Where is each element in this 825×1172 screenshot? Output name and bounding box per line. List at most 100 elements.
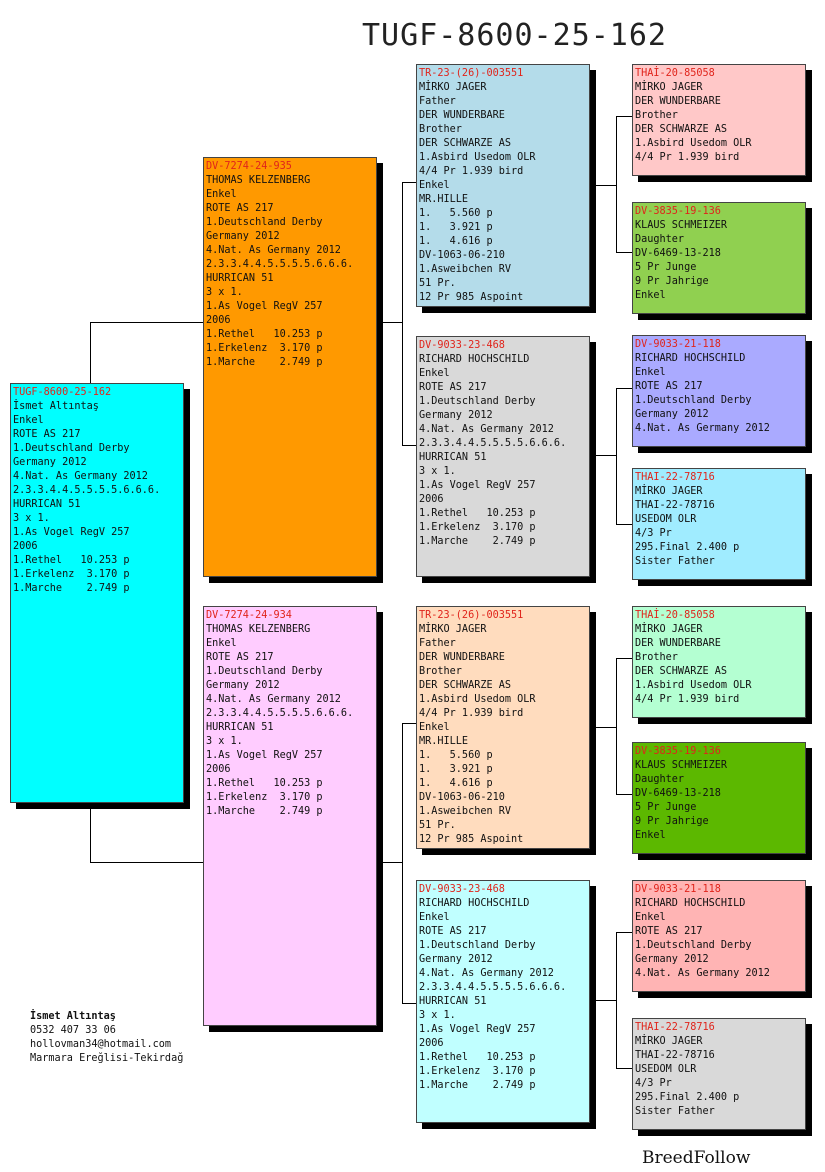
card-line: DER WUNDERBARE xyxy=(635,96,721,107)
connector xyxy=(596,1000,616,1001)
card-line: 1.Marche 2.749 p xyxy=(419,536,536,547)
card-line: 2006 xyxy=(419,494,444,505)
card-line: DV-6469-13-218 xyxy=(635,248,721,259)
card-line: 4.Nat. As Germany 2012 xyxy=(419,424,554,435)
ring-number: DV-7274-24-934 xyxy=(206,610,292,621)
card-line: Enkel xyxy=(13,415,44,426)
card-line: Enkel xyxy=(635,830,666,841)
card-line: Enkel xyxy=(635,290,666,301)
card-line: MİRKO JAGER xyxy=(635,486,703,497)
card-line: 1. 3.921 p xyxy=(419,764,493,775)
card-line: 1.Deutschland Derby xyxy=(206,666,323,677)
card-line: RICHARD HOCHSCHILD xyxy=(419,354,530,365)
card-line: 1.As Vogel RegV 257 xyxy=(206,750,323,761)
card-line: 2006 xyxy=(419,1038,444,1049)
card-line: 4/4 Pr 1.939 bird xyxy=(419,166,524,177)
connector xyxy=(402,723,417,724)
card-line: 1. 4.616 p xyxy=(419,236,493,247)
card-line: 1.Deutschland Derby xyxy=(635,940,752,951)
connector xyxy=(616,388,617,524)
card-line: 1. 5.560 p xyxy=(419,208,493,219)
card-line: 4.Nat. As Germany 2012 xyxy=(206,694,341,705)
card-line: 2.3.3.4.4.5.5.5.5.6.6.6. xyxy=(419,982,567,993)
card-line: 1.As Vogel RegV 257 xyxy=(419,1024,536,1035)
card-line: 295.Final 2.400 p xyxy=(635,542,740,553)
connector xyxy=(402,182,417,183)
ring-number: DV-7274-24-935 xyxy=(206,161,292,172)
card-line: DV-6469-13-218 xyxy=(635,788,721,799)
card-line: Brother xyxy=(419,666,462,677)
connector xyxy=(616,932,632,933)
card-line: 1.Deutschland Derby xyxy=(419,396,536,407)
card-line: ROTE AS 217 xyxy=(419,382,487,393)
card-line: ROTE AS 217 xyxy=(13,429,81,440)
card-line: 1.Deutschland Derby xyxy=(13,443,130,454)
card-line: Enkel xyxy=(419,722,450,733)
card-line: 4.Nat. As Germany 2012 xyxy=(419,968,554,979)
card-line: 4.Nat. As Germany 2012 xyxy=(13,471,148,482)
card-line: Germany 2012 xyxy=(206,231,280,242)
connector xyxy=(616,116,632,117)
connector xyxy=(90,322,204,323)
card-line: KLAUS SCHMEIZER xyxy=(635,760,728,771)
card-line: DER SCHWARZE AS xyxy=(635,124,728,135)
card-line: 1.Deutschland Derby xyxy=(635,395,752,406)
card-line: RICHARD HOCHSCHILD xyxy=(635,353,746,364)
card-line: 2006 xyxy=(13,541,38,552)
ring-number: DV-9033-21-118 xyxy=(635,884,721,895)
card-line: DER SCHWARZE AS xyxy=(419,138,512,149)
card-line: 3 x 1. xyxy=(13,513,50,524)
card-line: 1.Asbird Usedom OLR xyxy=(419,152,536,163)
card-line: ROTE AS 217 xyxy=(635,381,703,392)
owner-name: İsmet Altıntaş xyxy=(30,1011,116,1022)
card-line: 1.Asweibchen RV xyxy=(419,264,512,275)
card-line: 1.Marche 2.749 p xyxy=(419,1080,536,1091)
card-line: DER SCHWARZE AS xyxy=(419,680,512,691)
card-line: 1.Asweibchen RV xyxy=(419,806,512,817)
card-line: 1.Erkelenz 3.170 p xyxy=(13,569,130,580)
card-line: MR.HILLE xyxy=(419,736,469,747)
connector xyxy=(616,932,617,1068)
connector xyxy=(90,322,91,384)
connector xyxy=(616,658,617,794)
card-line: 4/4 Pr 1.939 bird xyxy=(635,152,740,163)
card-line: 4.Nat. As Germany 2012 xyxy=(206,245,341,256)
card-line: HURRICAN 51 xyxy=(13,499,81,510)
connector xyxy=(90,862,204,863)
card-line: Germany 2012 xyxy=(13,457,87,468)
card-line: 4/4 Pr 1.939 bird xyxy=(635,694,740,705)
card-line: RICHARD HOCHSCHILD xyxy=(635,898,746,909)
connector xyxy=(383,862,402,863)
connector xyxy=(616,1068,632,1069)
ring-number: DV-3835-19-136 xyxy=(635,746,721,757)
card-line: MİRKO JAGER xyxy=(419,82,487,93)
card-line: 1.Marche 2.749 p xyxy=(13,583,130,594)
card-line: HURRICAN 51 xyxy=(206,722,274,733)
connector xyxy=(616,794,632,795)
connector xyxy=(402,182,403,445)
card-line: 1.Rethel 10.253 p xyxy=(419,1052,536,1063)
card-line: Germany 2012 xyxy=(419,410,493,421)
card-line: DER SCHWARZE AS xyxy=(635,666,728,677)
card-line: 1. 5.560 p xyxy=(419,750,493,761)
ring-number: TR-23-(26)-003551 xyxy=(419,610,524,621)
card-line: 1.Marche 2.749 p xyxy=(206,806,323,817)
card-line: DER WUNDERBARE xyxy=(419,110,505,121)
card-line: 1.Rethel 10.253 p xyxy=(206,778,323,789)
card-line: 1.Rethel 10.253 p xyxy=(419,508,536,519)
owner-location: Marmara Ereğlisi-Tekirdağ xyxy=(30,1053,184,1064)
connector xyxy=(402,723,403,1003)
card-line: Father xyxy=(419,96,456,107)
card-line: Germany 2012 xyxy=(635,954,709,965)
owner-phone: 0532 407 33 06 xyxy=(30,1025,116,1036)
ring-number: THAİ-20-85058 xyxy=(635,610,715,621)
card-line: DV-1063-06-210 xyxy=(419,792,505,803)
card-line: Enkel xyxy=(419,912,450,923)
card-line: DV-1063-06-210 xyxy=(419,250,505,261)
card-line: ROTE AS 217 xyxy=(419,926,487,937)
